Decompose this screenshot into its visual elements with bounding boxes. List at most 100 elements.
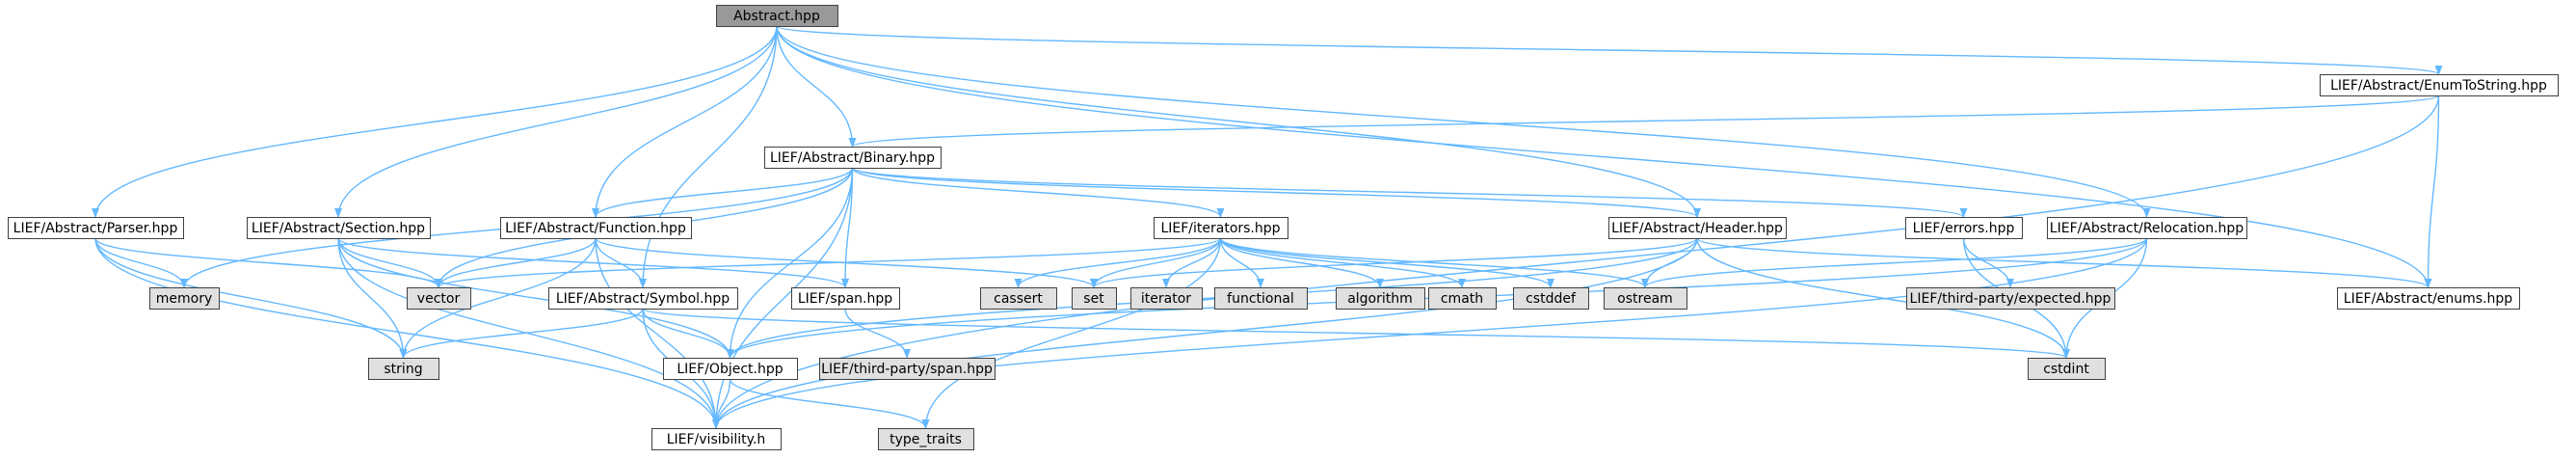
edge-section-to-string	[337, 237, 408, 359]
node-relocation[interactable]: LIEF/Abstract/Relocation.hpp	[2047, 217, 2247, 239]
node-box-set	[1072, 287, 1117, 310]
node-cstdint: cstdint	[2028, 358, 2106, 380]
node-iterators[interactable]: LIEF/iterators.hpp	[1154, 217, 1288, 239]
edge-iterators-to-cassert	[1014, 237, 1222, 288]
edge-parser-to-string	[94, 237, 408, 359]
node-abstract[interactable]: Abstract.hpp	[716, 5, 838, 27]
node-box-relocation	[2047, 217, 2247, 239]
node-label-object: LIEF/Object.hpp	[677, 362, 783, 377]
edge-span-to-tpspan	[844, 308, 911, 359]
node-label-parser: LIEF/Abstract/Parser.hpp	[13, 221, 178, 236]
node-label-typetraits: type_traits	[890, 432, 962, 447]
node-box-span	[791, 287, 900, 310]
edge-abstract-to-enums	[776, 25, 2432, 288]
edge-parser-to-memory	[94, 237, 188, 288]
edge-iterators-to-cmath	[1219, 237, 1466, 288]
node-vector: vector	[407, 287, 471, 310]
node-label-enums: LIEF/Abstract/enums.hpp	[2344, 291, 2513, 307]
edge-object-to-typetraits	[729, 378, 930, 429]
node-box-errors	[1905, 217, 2023, 239]
edge-abstract-to-relocation	[776, 25, 2151, 218]
edge-enumtostring-to-binary	[849, 94, 2440, 148]
node-ostream: ostream	[1604, 287, 1687, 310]
edge-binary-to-errors	[851, 167, 1968, 218]
node-box-enums	[2337, 287, 2520, 310]
node-label-binary: LIEF/Abstract/Binary.hpp	[770, 150, 935, 166]
node-label-visibility: LIEF/visibility.h	[667, 432, 766, 447]
edge-iterators-to-functional	[1219, 237, 1264, 288]
edge-symbol-to-object	[642, 308, 734, 359]
edge-header-to-cstdint	[1696, 237, 2070, 359]
node-box-algorithm	[1336, 287, 1425, 310]
edge-symbol-to-string	[399, 308, 644, 359]
node-visibility[interactable]: LIEF/visibility.h	[651, 428, 782, 450]
edge-enumtostring-to-enums	[2424, 94, 2440, 288]
node-label-iterators: LIEF/iterators.hpp	[1160, 221, 1280, 236]
node-box-memory	[149, 287, 220, 310]
node-label-section: LIEF/Abstract/Section.hpp	[252, 221, 425, 236]
edge-header-to-object	[726, 237, 1698, 359]
node-iterator: iterator	[1130, 287, 1203, 310]
node-label-functional: functional	[1227, 291, 1294, 307]
node-enumtostring[interactable]: LIEF/Abstract/EnumToString.hpp	[2320, 74, 2559, 96]
edge-relocation-to-visibility	[712, 237, 2148, 429]
node-label-cstdint: cstdint	[2043, 362, 2089, 377]
node-enums[interactable]: LIEF/Abstract/enums.hpp	[2337, 287, 2520, 310]
edge-abstract-to-binary	[776, 25, 857, 148]
node-label-cassert: cassert	[994, 291, 1043, 307]
edge-iterators-to-vector	[435, 237, 1222, 288]
node-algorithm: algorithm	[1336, 287, 1425, 310]
edge-iterators-to-ostream	[1219, 237, 1649, 288]
node-box-parser	[8, 217, 184, 239]
node-box-abstract	[716, 5, 838, 27]
edge-section-to-vector	[337, 237, 442, 288]
node-box-cmath	[1428, 287, 1497, 310]
node-symbol[interactable]: LIEF/Abstract/Symbol.hpp	[548, 287, 738, 310]
node-function[interactable]: LIEF/Abstract/Function.hpp	[500, 217, 692, 239]
edge-function-to-symbol	[595, 237, 647, 288]
node-box-typetraits	[878, 428, 974, 450]
node-span[interactable]: LIEF/span.hpp	[791, 287, 900, 310]
node-label-enumtostring: LIEF/Abstract/EnumToString.hpp	[2330, 78, 2547, 94]
node-header[interactable]: LIEF/Abstract/Header.hpp	[1608, 217, 1787, 239]
node-label-relocation: LIEF/Abstract/Relocation.hpp	[2050, 221, 2244, 236]
node-label-symbol: LIEF/Abstract/Symbol.hpp	[556, 291, 730, 307]
node-label-errors: LIEF/errors.hpp	[1913, 221, 2015, 236]
edge-abstract-to-header	[776, 25, 1701, 218]
node-label-memory: memory	[156, 291, 213, 307]
node-box-section	[247, 217, 431, 239]
node-parser[interactable]: LIEF/Abstract/Parser.hpp	[8, 217, 184, 239]
node-object[interactable]: LIEF/Object.hpp	[663, 358, 798, 380]
node-section[interactable]: LIEF/Abstract/Section.hpp	[247, 217, 431, 239]
node-label-cmath: cmath	[1441, 291, 1483, 307]
node-string: string	[368, 358, 439, 380]
node-box-object	[663, 358, 798, 380]
node-label-header: LIEF/Abstract/Header.hpp	[1611, 221, 1783, 236]
edge-abstract-to-parser	[92, 25, 778, 218]
edge-iterators-to-typetraits	[921, 237, 1222, 429]
edge-abstract-to-section	[334, 25, 778, 218]
node-box-cassert	[980, 287, 1057, 310]
node-box-ostream	[1604, 287, 1687, 310]
node-label-algorithm: algorithm	[1347, 291, 1413, 307]
node-box-iterators	[1154, 217, 1288, 239]
edge-binary-to-iterators	[851, 167, 1225, 218]
edge-section-to-object	[337, 237, 734, 359]
graph-nodes: Abstract.hppLIEF/Abstract/EnumToString.h…	[8, 5, 2559, 450]
node-label-expected: LIEF/third-party/expected.hpp	[1910, 291, 2111, 307]
node-label-iterator: iterator	[1141, 291, 1191, 307]
node-box-header	[1608, 217, 1787, 239]
node-label-function: LIEF/Abstract/Function.hpp	[505, 221, 686, 236]
node-box-function	[500, 217, 692, 239]
edge-header-to-set	[1090, 237, 1698, 288]
node-box-visibility	[651, 428, 782, 450]
edge-abstract-to-enumtostring	[776, 25, 2442, 75]
node-errors[interactable]: LIEF/errors.hpp	[1905, 217, 2023, 239]
node-set: set	[1072, 287, 1117, 310]
node-cassert: cassert	[980, 287, 1057, 310]
edge-iterators-to-algorithm	[1219, 237, 1384, 288]
edge-object-to-visibility	[712, 378, 731, 429]
edge-relocation-to-ostream	[1641, 237, 2148, 288]
node-box-functional	[1214, 287, 1308, 310]
node-binary[interactable]: LIEF/Abstract/Binary.hpp	[764, 147, 942, 169]
